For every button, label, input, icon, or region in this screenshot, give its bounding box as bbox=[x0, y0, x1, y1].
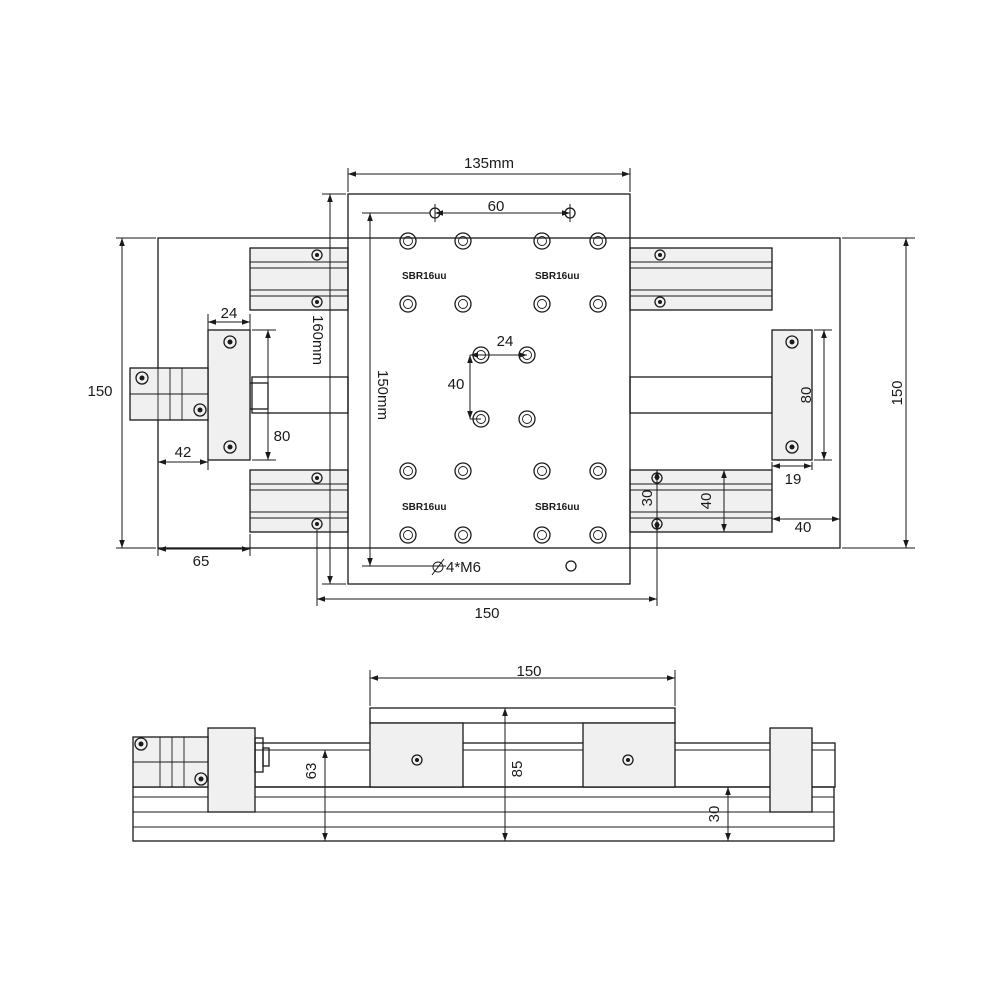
side-bearing-block-left bbox=[369, 722, 464, 788]
dim-right-height: 150 bbox=[842, 237, 915, 549]
svg-text:150: 150 bbox=[474, 605, 499, 622]
svg-text:85: 85 bbox=[509, 761, 526, 778]
rail-top-right bbox=[629, 247, 773, 311]
dim-plate-length: 150mm bbox=[362, 212, 430, 567]
dim-side-base-height: 30 bbox=[706, 787, 731, 841]
svg-text:80: 80 bbox=[274, 428, 291, 445]
rail-screw-holes bbox=[311, 249, 666, 530]
dim-right-block-width: 19 bbox=[771, 462, 813, 488]
rail-bottom-right bbox=[629, 469, 773, 533]
dim-rail-inner: 40 bbox=[660, 469, 732, 533]
svg-text:30: 30 bbox=[706, 806, 723, 823]
bearing-label-bottom-left: SBR16uu bbox=[402, 502, 446, 513]
svg-text:40: 40 bbox=[698, 493, 715, 510]
svg-text:80: 80 bbox=[798, 387, 815, 404]
dim-center-hole-y: 40 bbox=[448, 355, 481, 420]
dim-left-height: 150 bbox=[87, 237, 156, 549]
side-bearing-block-right bbox=[582, 722, 676, 788]
dim-motor-block-height: 80 bbox=[252, 329, 291, 461]
rail-top-left bbox=[249, 247, 349, 311]
bearing-label-top-left: SBR16uu bbox=[402, 271, 446, 282]
side-motor-mount bbox=[207, 727, 270, 813]
dim-motor-block-width: 24 bbox=[207, 305, 251, 330]
svg-text:65: 65 bbox=[193, 553, 210, 570]
svg-text:150: 150 bbox=[516, 663, 541, 680]
top-view: SBR16uu SBR16uu SBR16uu SBR16uu 135mm 60… bbox=[87, 155, 915, 622]
dim-bottom-width: 150 bbox=[316, 530, 658, 622]
lead-screw bbox=[249, 376, 773, 414]
dim-rail-gap: 30 bbox=[639, 470, 660, 532]
svg-text:63: 63 bbox=[303, 763, 320, 780]
dim-overall-length: 160mm bbox=[309, 193, 346, 585]
svg-text:150: 150 bbox=[889, 380, 906, 405]
side-view: 150 63 85 30 bbox=[132, 663, 836, 842]
svg-text:24: 24 bbox=[497, 333, 514, 350]
svg-text:135mm: 135mm bbox=[464, 155, 514, 172]
bearing-label-top-right: SBR16uu bbox=[535, 271, 579, 282]
dim-side-shaft-height: 63 bbox=[303, 750, 328, 841]
coupling bbox=[129, 367, 209, 421]
svg-text:4*M6: 4*M6 bbox=[446, 559, 481, 576]
bearing-label-bottom-right: SBR16uu bbox=[535, 502, 579, 513]
side-end-support bbox=[769, 727, 813, 813]
side-coupling bbox=[132, 736, 209, 788]
end-support-block bbox=[771, 329, 813, 461]
dim-rail-width: 40 bbox=[771, 510, 841, 536]
dim-coupling: 42 bbox=[157, 420, 209, 470]
dim-carriage-width: 135mm bbox=[347, 155, 631, 192]
dim-side-length: 150 bbox=[369, 663, 676, 706]
svg-text:40: 40 bbox=[448, 376, 465, 393]
side-carriage-plate bbox=[369, 707, 676, 724]
motor-mount-block bbox=[207, 329, 251, 461]
dim-center-hole-x: 24 bbox=[470, 333, 527, 358]
svg-text:60: 60 bbox=[488, 198, 505, 215]
dim-side-total-height: 85 bbox=[502, 708, 526, 841]
svg-text:19: 19 bbox=[785, 471, 802, 488]
svg-text:150mm: 150mm bbox=[374, 370, 391, 420]
tap-callout: 4*M6 bbox=[362, 558, 481, 576]
rail-bottom-left bbox=[249, 469, 349, 533]
dim-top-hole-spacing: 60 bbox=[434, 198, 571, 222]
dim-right-block-height: 80 bbox=[798, 329, 832, 461]
svg-text:160mm: 160mm bbox=[309, 315, 326, 365]
carriage-plate bbox=[347, 193, 631, 585]
carriage-holes bbox=[399, 207, 607, 572]
svg-text:24: 24 bbox=[221, 305, 238, 322]
svg-text:150: 150 bbox=[87, 383, 112, 400]
svg-text:30: 30 bbox=[639, 490, 656, 507]
dim-left-offset: 65 bbox=[157, 534, 251, 570]
svg-text:42: 42 bbox=[175, 444, 192, 461]
svg-text:40: 40 bbox=[795, 519, 812, 536]
